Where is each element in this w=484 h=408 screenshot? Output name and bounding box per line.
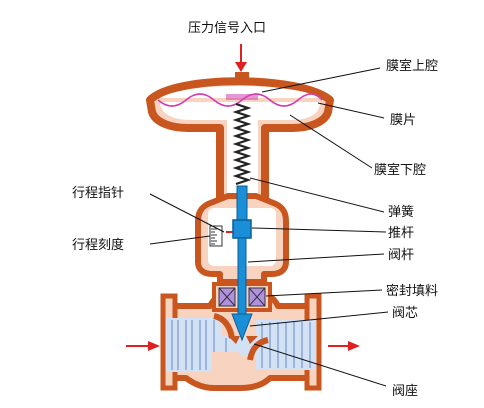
- label-upper-chamber: 膜室上腔: [386, 58, 438, 74]
- pressure-inlet: [235, 44, 249, 80]
- leader-travel-scale: [149, 235, 211, 245]
- label-valve-plug: 阀芯: [392, 306, 418, 321]
- label-travel-pointer: 行程指针: [72, 186, 124, 201]
- spring: [232, 102, 252, 186]
- diaphragm-housing: [146, 77, 334, 204]
- leader-spring: [249, 177, 385, 213]
- valve-body: [160, 291, 322, 391]
- stem-connector: [232, 219, 252, 239]
- label-packing: 密封填料: [386, 283, 438, 299]
- leader-travel-pointer: [149, 193, 225, 233]
- label-spring: 弹簧: [388, 204, 414, 220]
- valve-seat-right: [246, 336, 258, 344]
- valve-seat-left: [228, 336, 240, 344]
- label-push-rod: 推杆: [388, 226, 414, 241]
- leader-lower-chamber: [289, 114, 373, 169]
- leader-push-rod: [251, 227, 387, 233]
- leader-valve-seat: [253, 343, 387, 387]
- inlet-fitting: [235, 72, 249, 80]
- inlet-flow-arrow-head: [148, 341, 160, 351]
- inlet-arrow-head: [235, 62, 247, 72]
- outlet-flow-arrow-head: [348, 341, 360, 351]
- label-valve-stem: 阀杆: [388, 248, 414, 263]
- label-travel-scale: 行程刻度: [72, 237, 124, 253]
- lower-chamber-cavity: [160, 102, 320, 195]
- fluid-lines: [171, 320, 311, 370]
- seat-partition: [213, 313, 269, 361]
- leader-valve-stem: [247, 253, 385, 263]
- scale-ticks: [211, 228, 217, 245]
- label-diaphragm: 膜片: [390, 113, 416, 128]
- label-valve-seat: 阀座: [392, 384, 418, 399]
- upper-chamber-cavity: [160, 86, 320, 98]
- valve-plug: [231, 313, 253, 342]
- leader-lines: [149, 67, 389, 387]
- valve-stem: [237, 237, 247, 315]
- spring-coil: [232, 102, 252, 186]
- push-rod: [236, 185, 248, 223]
- leader-diaphragm: [317, 102, 385, 119]
- flow-arrows: [126, 341, 360, 351]
- leader-valve-plug: [249, 311, 389, 327]
- diaphragm-plate: [226, 94, 258, 100]
- title-label: 压力信号入口: [188, 21, 266, 36]
- label-lower-chamber: 膜室下腔: [374, 162, 426, 178]
- stem-assembly: [231, 185, 253, 342]
- leader-packing: [265, 289, 383, 297]
- leader-upper-chamber: [261, 67, 381, 93]
